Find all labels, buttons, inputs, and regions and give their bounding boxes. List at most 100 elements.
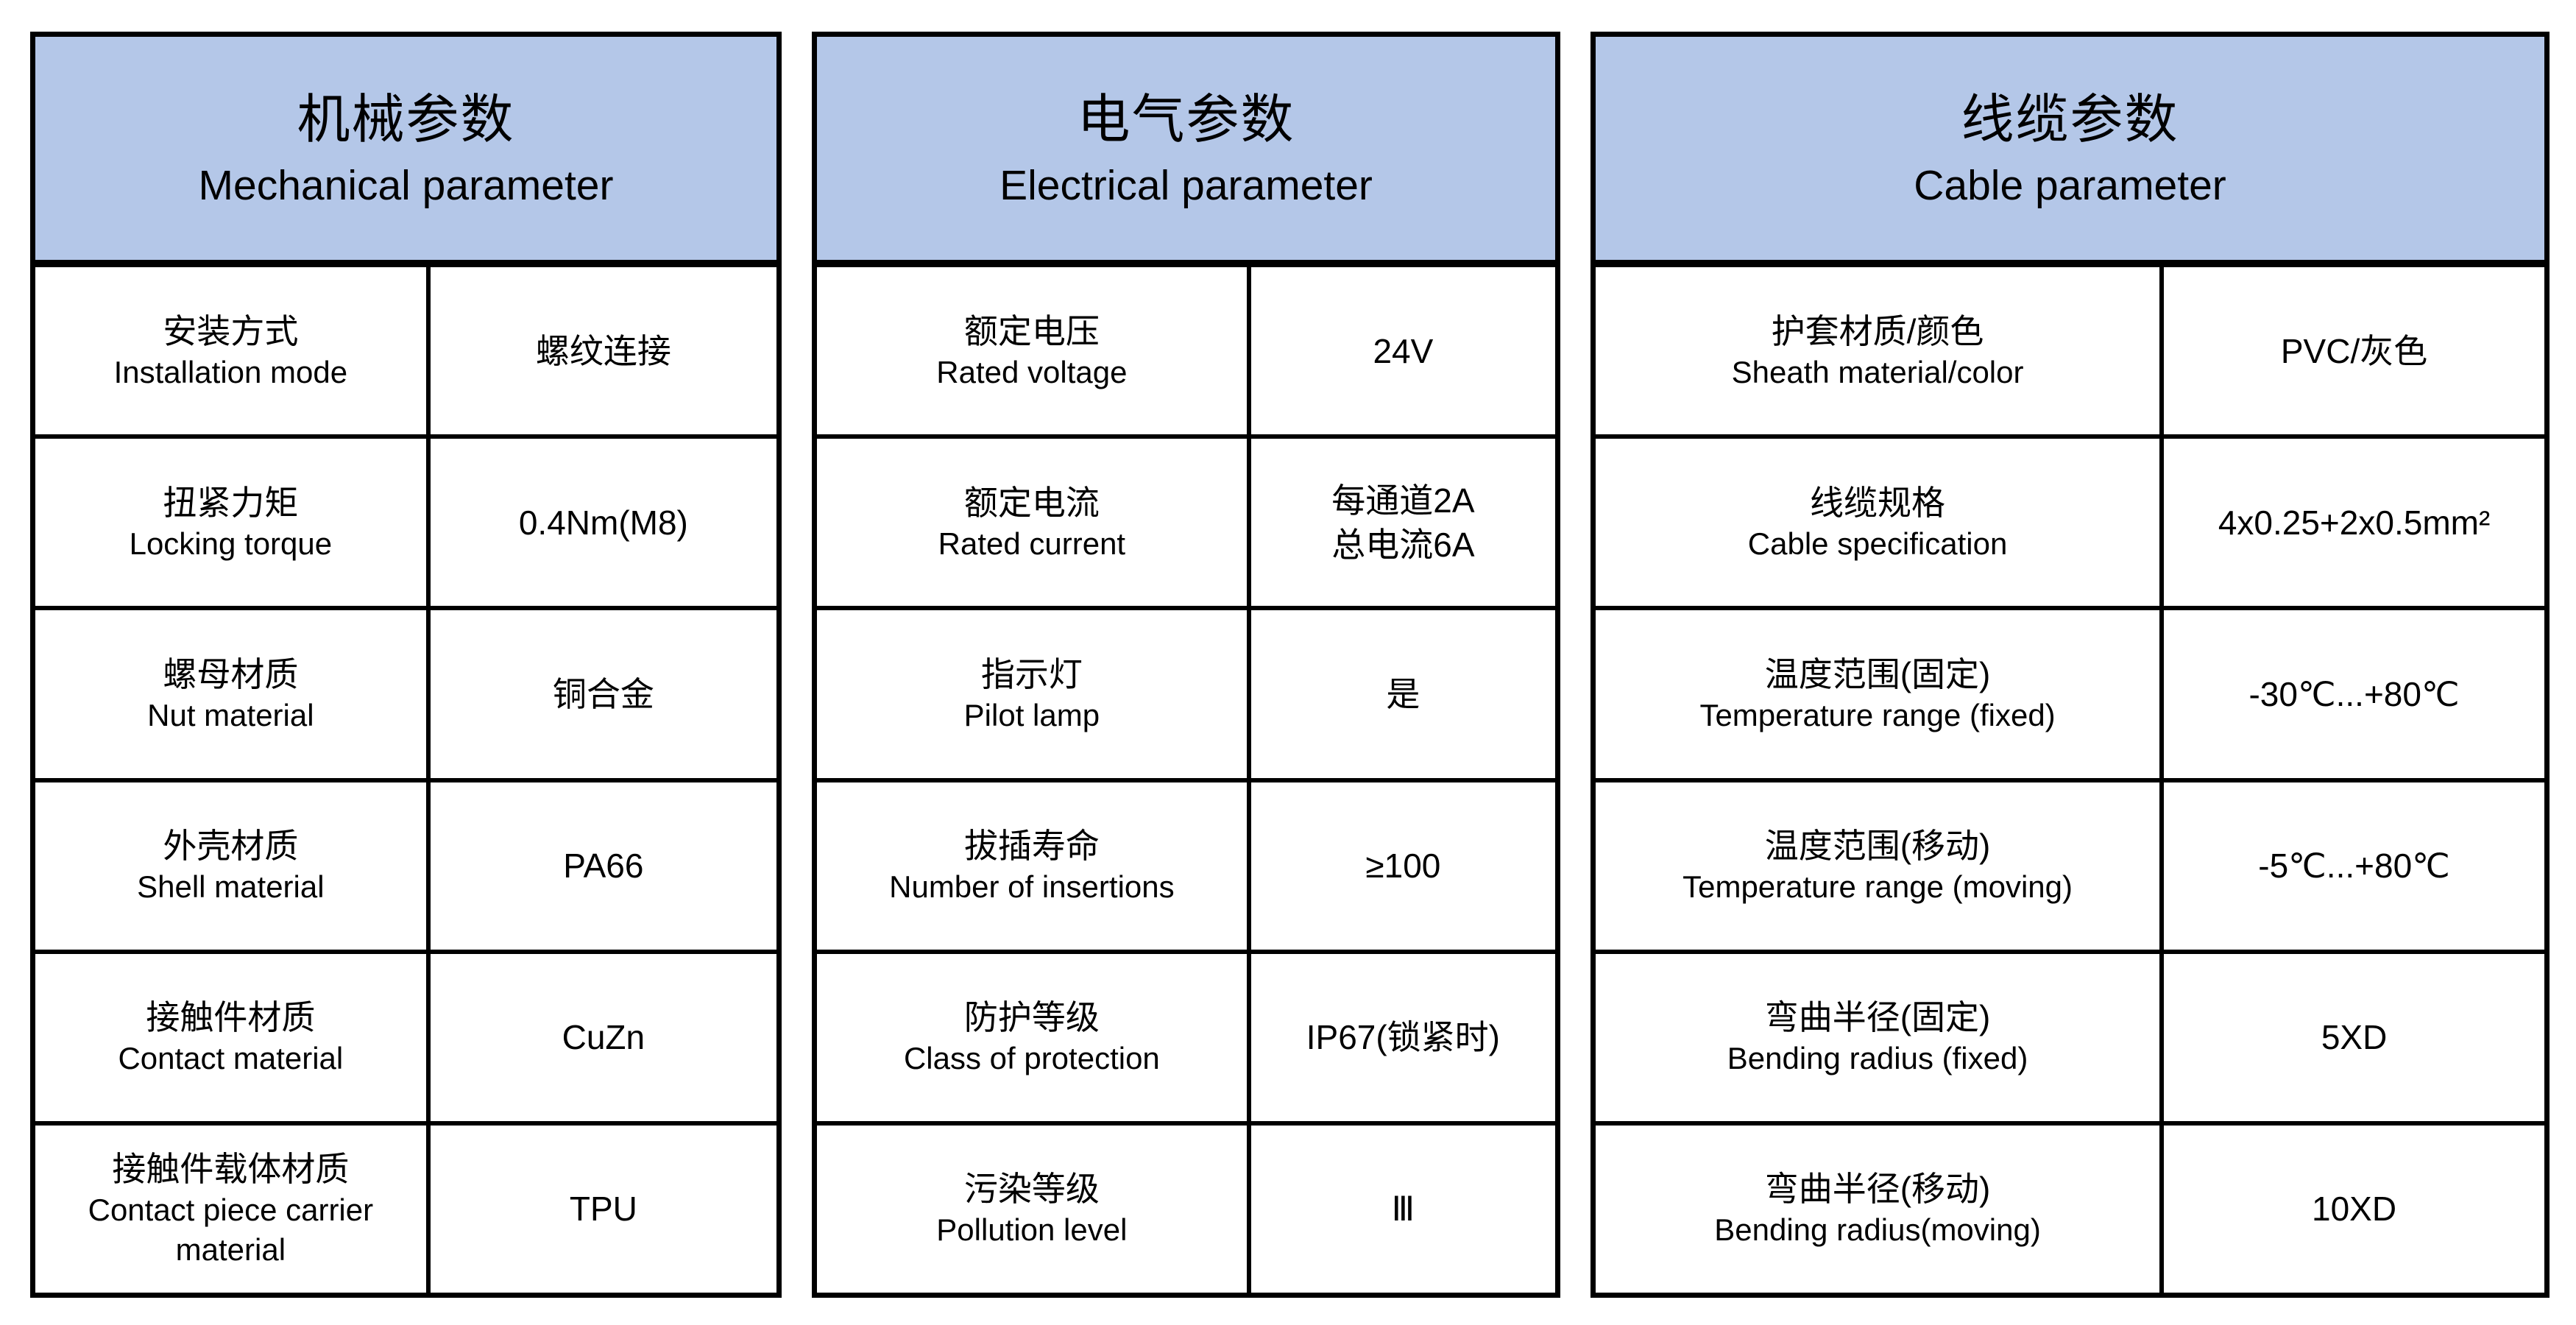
value-cell: 10XD <box>2312 1190 2397 1229</box>
row-contact-material: 接触件材质 Contact material CuZn <box>35 953 776 1126</box>
table-title-en: Mechanical parameter <box>198 161 614 209</box>
value-cell: 铜合金 <box>552 674 654 713</box>
value-cell: IP67(锁紧时) <box>1306 1018 1500 1057</box>
label-cell: 弯曲半径(移动) Bending radius(moving) <box>1596 1125 2165 1293</box>
cable-table-header: 线缆参数 Cable parameter <box>1596 37 2544 267</box>
label-en: Temperature range (fixed) <box>1699 697 2056 732</box>
label-cell: 防护等级 Class of protection <box>817 953 1251 1121</box>
row-contact-piece-carrier-material: 接触件载体材质 Contact piece carrier material T… <box>35 1125 776 1293</box>
label-cell: 外壳材质 Shell material <box>35 782 431 950</box>
label-cell: 护套材质/颜色 Sheath material/color <box>1596 267 2165 435</box>
label-en: Sheath material/color <box>1731 354 2024 389</box>
label-zh: 安装方式 <box>163 311 299 350</box>
label-cell: 安装方式 Installation mode <box>35 267 431 435</box>
label-zh: 弯曲半径(移动) <box>1764 1170 1991 1209</box>
row-bending-radius-moving: 弯曲半径(移动) Bending radius(moving) 10XD <box>1596 1125 2544 1293</box>
label-en: Pilot lamp <box>963 697 1100 732</box>
label-zh: 额定电流 <box>963 483 1100 522</box>
label-cell: 温度范围(固定) Temperature range (fixed) <box>1596 610 2165 778</box>
label-en: Nut material <box>147 697 314 732</box>
row-pollution-level: 污染等级 Pollution level Ⅲ <box>817 1125 1555 1293</box>
cable-table-body: 护套材质/颜色 Sheath material/color PVC/灰色 线缆规… <box>1596 267 2544 1293</box>
row-locking-torque: 扭紧力矩 Locking torque 0.4Nm(M8) <box>35 439 776 611</box>
mechanical-table-header: 机械参数 Mechanical parameter <box>35 37 776 267</box>
row-bending-radius-fixed: 弯曲半径(固定) Bending radius (fixed) 5XD <box>1596 953 2544 1126</box>
label-en: Bending radius(moving) <box>1714 1212 2041 1248</box>
label-en: Rated current <box>938 526 1126 561</box>
label-en: Contact piece carrier material <box>88 1192 374 1268</box>
label-cell: 接触件载体材质 Contact piece carrier material <box>35 1125 431 1293</box>
value-cell: 4x0.25+2x0.5mm² <box>2218 503 2491 542</box>
label-zh: 拔插寿命 <box>963 827 1100 866</box>
label-en: Shell material <box>137 869 325 905</box>
label-en: Temperature range (moving) <box>1682 869 2073 905</box>
label-cell: 螺母材质 Nut material <box>35 610 431 778</box>
label-zh: 弯曲半径(固定) <box>1764 998 1991 1037</box>
value-cell: PA66 <box>563 847 644 886</box>
label-en: Bending radius (fixed) <box>1727 1041 2028 1076</box>
value-cell: 螺纹连接 <box>535 331 671 370</box>
table-title-zh: 机械参数 <box>297 90 515 149</box>
label-zh: 外壳材质 <box>163 827 299 866</box>
value-cell: CuZn <box>562 1018 645 1057</box>
electrical-table-header: 电气参数 Electrical parameter <box>817 37 1555 267</box>
label-cell: 线缆规格 Cable specification <box>1596 439 2165 607</box>
value-cell: 24V <box>1373 331 1434 370</box>
label-zh: 防护等级 <box>963 998 1100 1037</box>
mechanical-table-body: 安装方式 Installation mode 螺纹连接 扭紧力矩 Locking… <box>35 267 776 1293</box>
label-zh: 温度范围(移动) <box>1764 827 1991 866</box>
label-en: Cable specification <box>1747 526 2008 561</box>
label-cell: 额定电流 Rated current <box>817 439 1251 607</box>
value-cell: Ⅲ <box>1391 1190 1415 1229</box>
value-cell: -30℃...+80℃ <box>2248 674 2460 713</box>
value-cell: 5XD <box>2321 1018 2388 1057</box>
label-zh: 接触件材质 <box>146 998 316 1037</box>
label-cell: 弯曲半径(固定) Bending radius (fixed) <box>1596 953 2165 1121</box>
label-en: Installation mode <box>113 354 348 389</box>
label-zh: 污染等级 <box>963 1170 1100 1209</box>
row-sheath-material-color: 护套材质/颜色 Sheath material/color PVC/灰色 <box>1596 267 2544 439</box>
row-shell-material: 外壳材质 Shell material PA66 <box>35 782 776 954</box>
label-zh: 螺母材质 <box>163 654 299 693</box>
row-temperature-range-moving: 温度范围(移动) Temperature range (moving) -5℃.… <box>1596 782 2544 954</box>
row-rated-voltage: 额定电压 Rated voltage 24V <box>817 267 1555 439</box>
table-title-zh: 电气参数 <box>1077 90 1295 149</box>
label-en: Rated voltage <box>936 354 1128 389</box>
electrical-table-body: 额定电压 Rated voltage 24V 额定电流 Rated curren… <box>817 267 1555 1293</box>
label-cell: 指示灯 Pilot lamp <box>817 610 1251 778</box>
label-zh: 温度范围(固定) <box>1764 654 1991 693</box>
label-zh: 线缆规格 <box>1810 483 1946 522</box>
label-cell: 额定电压 Rated voltage <box>817 267 1251 435</box>
label-en: Pollution level <box>936 1212 1128 1248</box>
label-cell: 温度范围(移动) Temperature range (moving) <box>1596 782 2165 950</box>
value-cell: 0.4Nm(M8) <box>518 503 688 542</box>
mechanical-parameter-table: 机械参数 Mechanical parameter 安装方式 Installat… <box>30 32 782 1298</box>
value-cell: -5℃...+80℃ <box>2258 847 2450 886</box>
value-cell: 是 <box>1386 674 1420 713</box>
label-zh: 接触件载体材质 <box>112 1150 350 1189</box>
label-en: Number of insertions <box>889 869 1175 905</box>
row-cable-specification: 线缆规格 Cable specification 4x0.25+2x0.5mm² <box>1596 439 2544 611</box>
electrical-parameter-table: 电气参数 Electrical parameter 额定电压 Rated vol… <box>812 32 1560 1298</box>
value-cell: TPU <box>569 1190 637 1229</box>
value-cell: 每通道2A 总电流6A <box>1331 481 1475 564</box>
value-cell: ≥100 <box>1365 847 1441 886</box>
label-zh: 指示灯 <box>980 654 1083 693</box>
label-zh: 额定电压 <box>963 311 1100 350</box>
row-class-of-protection: 防护等级 Class of protection IP67(锁紧时) <box>817 953 1555 1126</box>
row-number-of-insertions: 拔插寿命 Number of insertions ≥100 <box>817 782 1555 954</box>
label-en: Locking torque <box>129 526 333 561</box>
value-cell: PVC/灰色 <box>2280 331 2428 370</box>
label-en: Contact material <box>118 1041 344 1076</box>
label-zh: 护套材质/颜色 <box>1771 311 1984 350</box>
row-nut-material: 螺母材质 Nut material 铜合金 <box>35 610 776 782</box>
label-cell: 扭紧力矩 Locking torque <box>35 439 431 607</box>
row-pilot-lamp: 指示灯 Pilot lamp 是 <box>817 610 1555 782</box>
label-cell: 污染等级 Pollution level <box>817 1125 1251 1293</box>
label-cell: 拔插寿命 Number of insertions <box>817 782 1251 950</box>
label-cell: 接触件材质 Contact material <box>35 953 431 1121</box>
table-title-en: Cable parameter <box>1914 161 2226 209</box>
table-title-en: Electrical parameter <box>999 161 1373 209</box>
table-title-zh: 线缆参数 <box>1961 90 2179 149</box>
cable-parameter-table: 线缆参数 Cable parameter 护套材质/颜色 Sheath mate… <box>1590 32 2550 1298</box>
